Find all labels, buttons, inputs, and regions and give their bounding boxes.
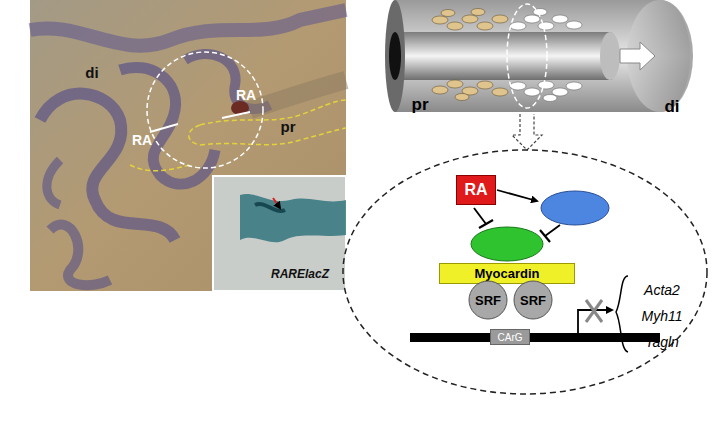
region-label: di xyxy=(85,65,98,80)
protein-box: RA xyxy=(456,175,496,205)
protein-box: CArG xyxy=(490,329,530,345)
gene-label: Myh11 xyxy=(642,309,683,323)
inset-label: RARElacZ xyxy=(271,268,329,280)
protein-box: Myocardin xyxy=(439,263,575,284)
protein-circle: SRF xyxy=(513,280,553,320)
node-text: Myocardin xyxy=(474,266,539,281)
ra-label: RA xyxy=(132,133,152,147)
region-label: di xyxy=(664,98,679,115)
node-text: CArG xyxy=(498,332,523,343)
pathway-art xyxy=(343,150,707,394)
region-label: pr xyxy=(281,119,296,134)
node-text: SRF xyxy=(475,293,501,308)
protein-circle: SRF xyxy=(468,280,508,320)
tube-schematic xyxy=(385,0,693,150)
region-label: pr xyxy=(412,96,429,113)
node-text: SRF xyxy=(520,293,546,308)
ra-label: RA xyxy=(236,88,256,102)
node-text: RA xyxy=(464,181,487,199)
micrograph xyxy=(30,0,346,291)
gene-label: Acta2 xyxy=(644,283,680,297)
gene-label: Tagln xyxy=(645,335,679,349)
